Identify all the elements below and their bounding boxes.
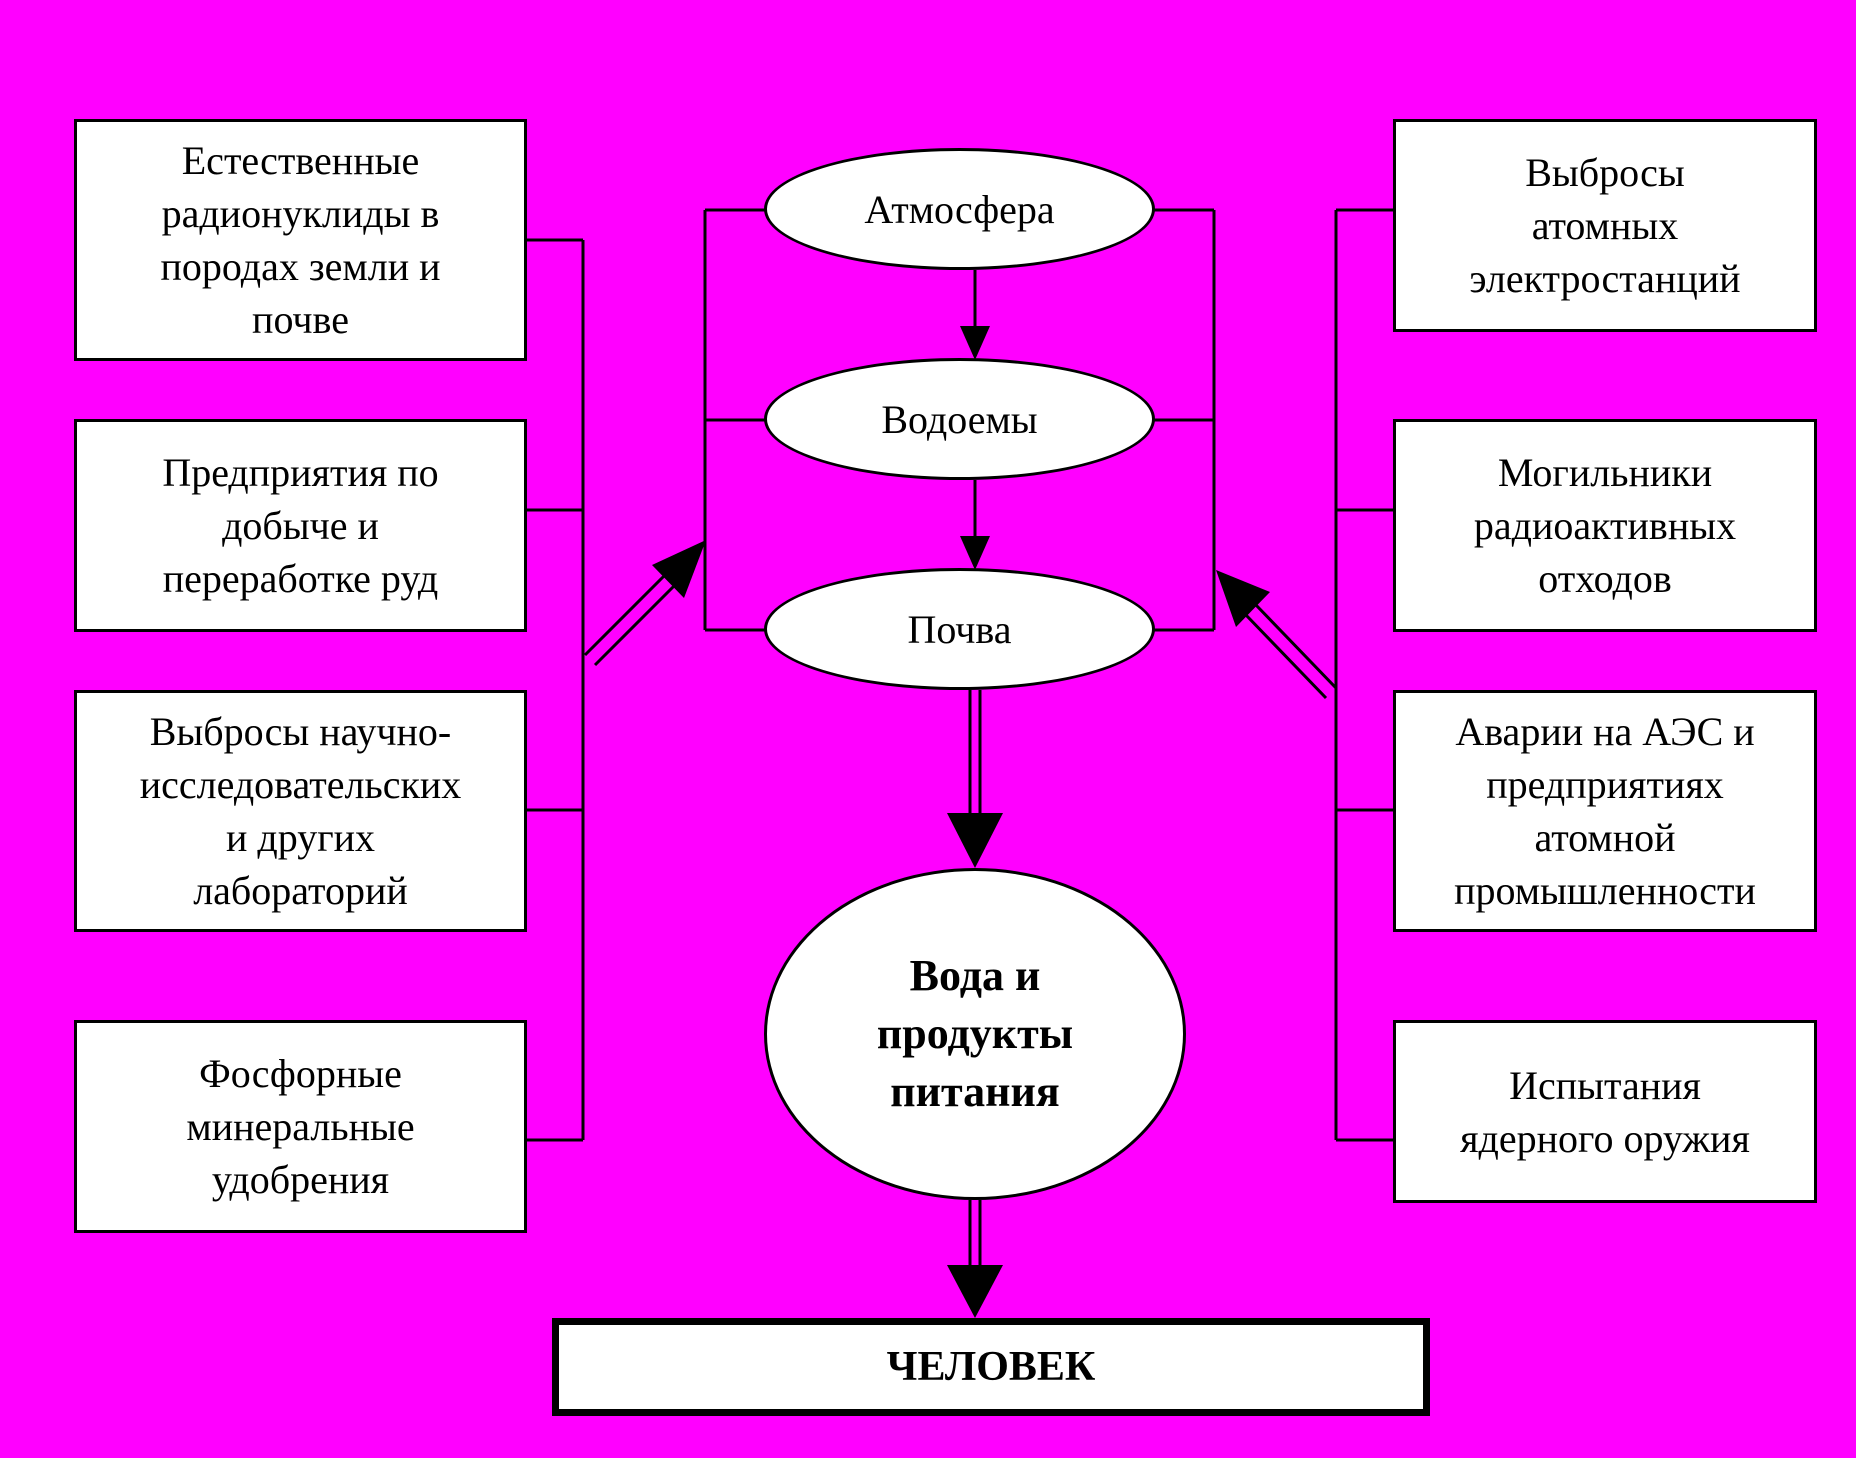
source-natural-radionuclides: Естественные радионуклиды в породах земл… [74, 119, 527, 361]
source-phosphate-fertilizers: Фосфорные минеральные удобрения [74, 1020, 527, 1233]
source-waste-repositories: Могильники радиоактивных отходов [1393, 419, 1817, 632]
source-research-labs: Выбросы научно- исследовательских и друг… [74, 690, 527, 932]
source-label: Предприятия по добыче и переработке руд [162, 450, 439, 601]
env-label: Почва [907, 606, 1012, 652]
human-label: ЧЕЛОВЕК [886, 1344, 1096, 1390]
water-and-food: Вода и продукты питания [764, 868, 1186, 1200]
env-label: Водоемы [881, 396, 1038, 442]
arrowhead-right-to-env [1216, 570, 1270, 627]
arrowhead-atmosphere-water [960, 326, 990, 360]
source-npp-emissions: Выбросы атомных электростанций [1393, 119, 1817, 332]
arrowhead-soil-food [947, 813, 1003, 868]
source-nuclear-accidents: Аварии на АЭС и предприятиях атомной про… [1393, 690, 1817, 932]
food-label: Вода и продукты питания [876, 951, 1074, 1116]
source-label: Могильники радиоактивных отходов [1473, 450, 1737, 601]
human-box: ЧЕЛОВЕК [552, 1318, 1430, 1416]
source-label: Испытания ядерного оружия [1460, 1062, 1750, 1161]
env-water-bodies: Водоемы [764, 358, 1155, 480]
source-label: Аварии на АЭС и предприятиях атомной про… [1454, 709, 1756, 913]
source-weapons-tests: Испытания ядерного оружия [1393, 1020, 1817, 1203]
arrowhead-food-human [947, 1265, 1003, 1318]
arrowhead-left-to-env [652, 540, 706, 598]
source-label: Фосфорные минеральные удобрения [186, 1051, 415, 1202]
env-atmosphere: Атмосфера [764, 148, 1155, 270]
source-label: Выбросы научно- исследовательских и друг… [139, 709, 462, 913]
source-label: Выбросы атомных электростанций [1469, 150, 1741, 301]
source-label: Естественные радионуклиды в породах земл… [160, 138, 441, 342]
source-ore-mining: Предприятия по добыче и переработке руд [74, 419, 527, 632]
env-label: Атмосфера [864, 186, 1055, 232]
arrowhead-water-soil [960, 536, 990, 570]
env-soil: Почва [764, 568, 1155, 690]
